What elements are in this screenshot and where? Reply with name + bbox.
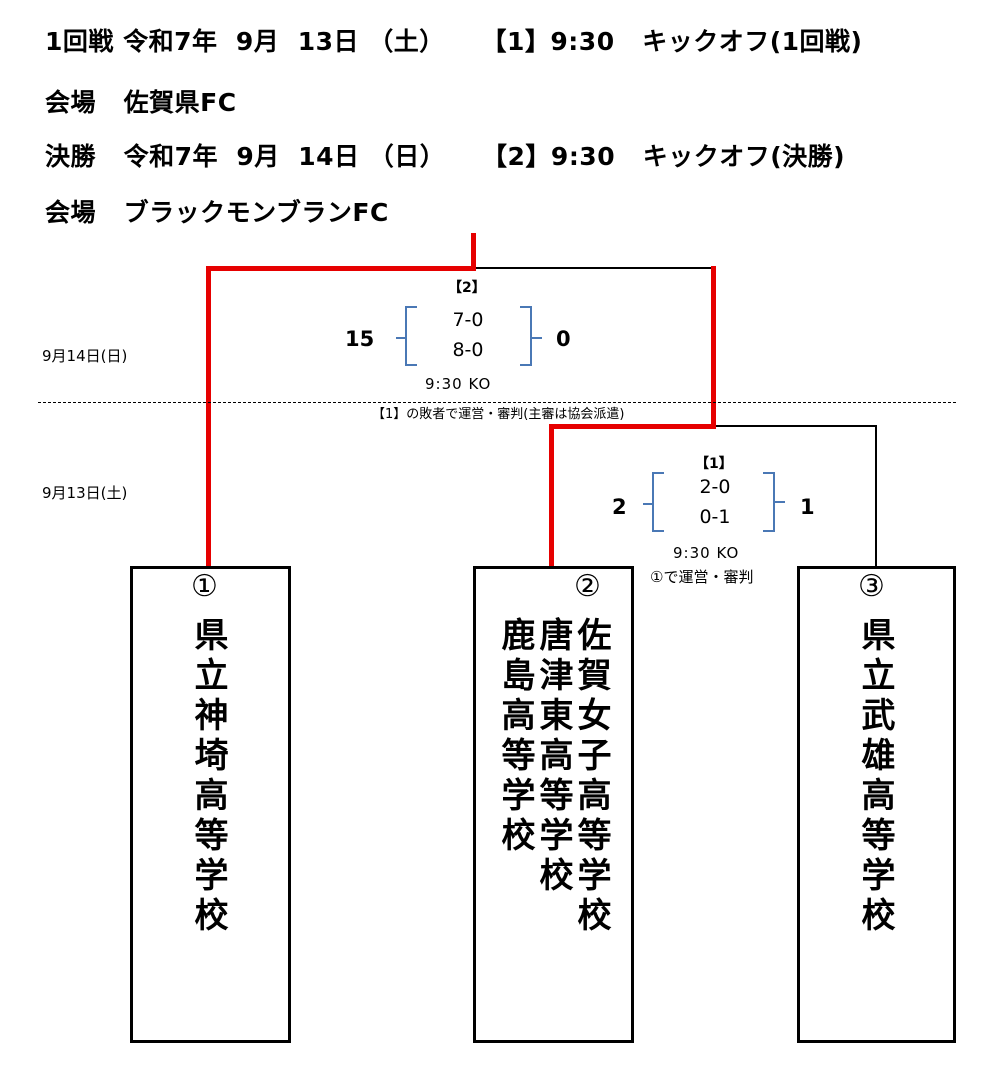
round1-venue: 会場 佐賀県FC xyxy=(45,88,237,117)
bracket-tick xyxy=(643,503,653,505)
day-divider xyxy=(38,402,956,403)
round1-schedule: 1回戦 令和7年 9月 13日 （土） 【1】9:30 キックオフ(1回戦) xyxy=(45,27,863,56)
match1-left-total: 2 xyxy=(612,495,627,519)
team-name: 鹿島高等学校 xyxy=(495,617,535,857)
match1-right-total: 1 xyxy=(800,495,815,519)
match1-tag: 【1】 xyxy=(695,456,733,472)
divider-note: 【1】の敗者で運営・審判(主審は協会派遣) xyxy=(372,407,625,422)
team-name: 県立武雄高等学校 xyxy=(855,617,895,937)
seed-1: ① xyxy=(191,569,218,604)
date-day2: 9月14日(日) xyxy=(42,347,128,365)
team-box-3: ③ 県立武雄高等学校 xyxy=(797,566,956,1043)
score-bracket-right xyxy=(763,472,775,532)
match1-half2: 0-1 xyxy=(699,506,731,528)
score-bracket-left xyxy=(652,472,664,532)
seed-3: ③ xyxy=(858,569,885,604)
final-half1: 7-0 xyxy=(452,309,484,331)
final-kickoff: 9:30 KO xyxy=(425,375,492,393)
final-right-total: 0 xyxy=(556,327,571,351)
date-day1: 9月13日(土) xyxy=(42,484,128,502)
team-name: 佐賀女子高等学校 xyxy=(571,617,611,937)
bracket-tick xyxy=(775,501,785,503)
bracket-line-team3 xyxy=(875,425,877,567)
final-schedule: 決勝 令和7年 9月 14日 （日） 【2】9:30 キックオフ(決勝) xyxy=(45,142,846,171)
score-bracket-left xyxy=(405,306,417,366)
seed-2: ② xyxy=(574,569,601,604)
winner-line-team2 xyxy=(549,424,554,567)
winner-line-match1-h xyxy=(549,424,716,429)
winner-line-match1 xyxy=(711,266,716,429)
bracket-line-final xyxy=(476,267,714,269)
team-box-2: ② 佐賀女子高等学校 唐津東高等学校 鹿島高等学校 xyxy=(473,566,634,1043)
bracket-tick xyxy=(532,337,542,339)
bracket-tick xyxy=(396,337,406,339)
match1-half1: 2-0 xyxy=(699,476,731,498)
team-name: 唐津東高等学校 xyxy=(533,617,573,897)
winner-line-final-left xyxy=(206,266,476,271)
final-match-tag: 【2】 xyxy=(448,280,486,296)
score-bracket-right xyxy=(520,306,532,366)
champion-line xyxy=(471,233,476,270)
team-box-1: ① 県立神埼高等学校 xyxy=(130,566,291,1043)
match1-note: ①で運営・審判 xyxy=(650,568,754,586)
match1-kickoff: 9:30 KO xyxy=(673,544,740,562)
winner-line-team1 xyxy=(206,266,211,567)
bracket-line-match1 xyxy=(716,425,877,427)
final-left-total: 15 xyxy=(345,327,375,351)
team-name: 県立神埼高等学校 xyxy=(188,617,228,937)
final-half2: 8-0 xyxy=(452,339,484,361)
final-venue: 会場 ブラックモンブランFC xyxy=(45,198,389,227)
